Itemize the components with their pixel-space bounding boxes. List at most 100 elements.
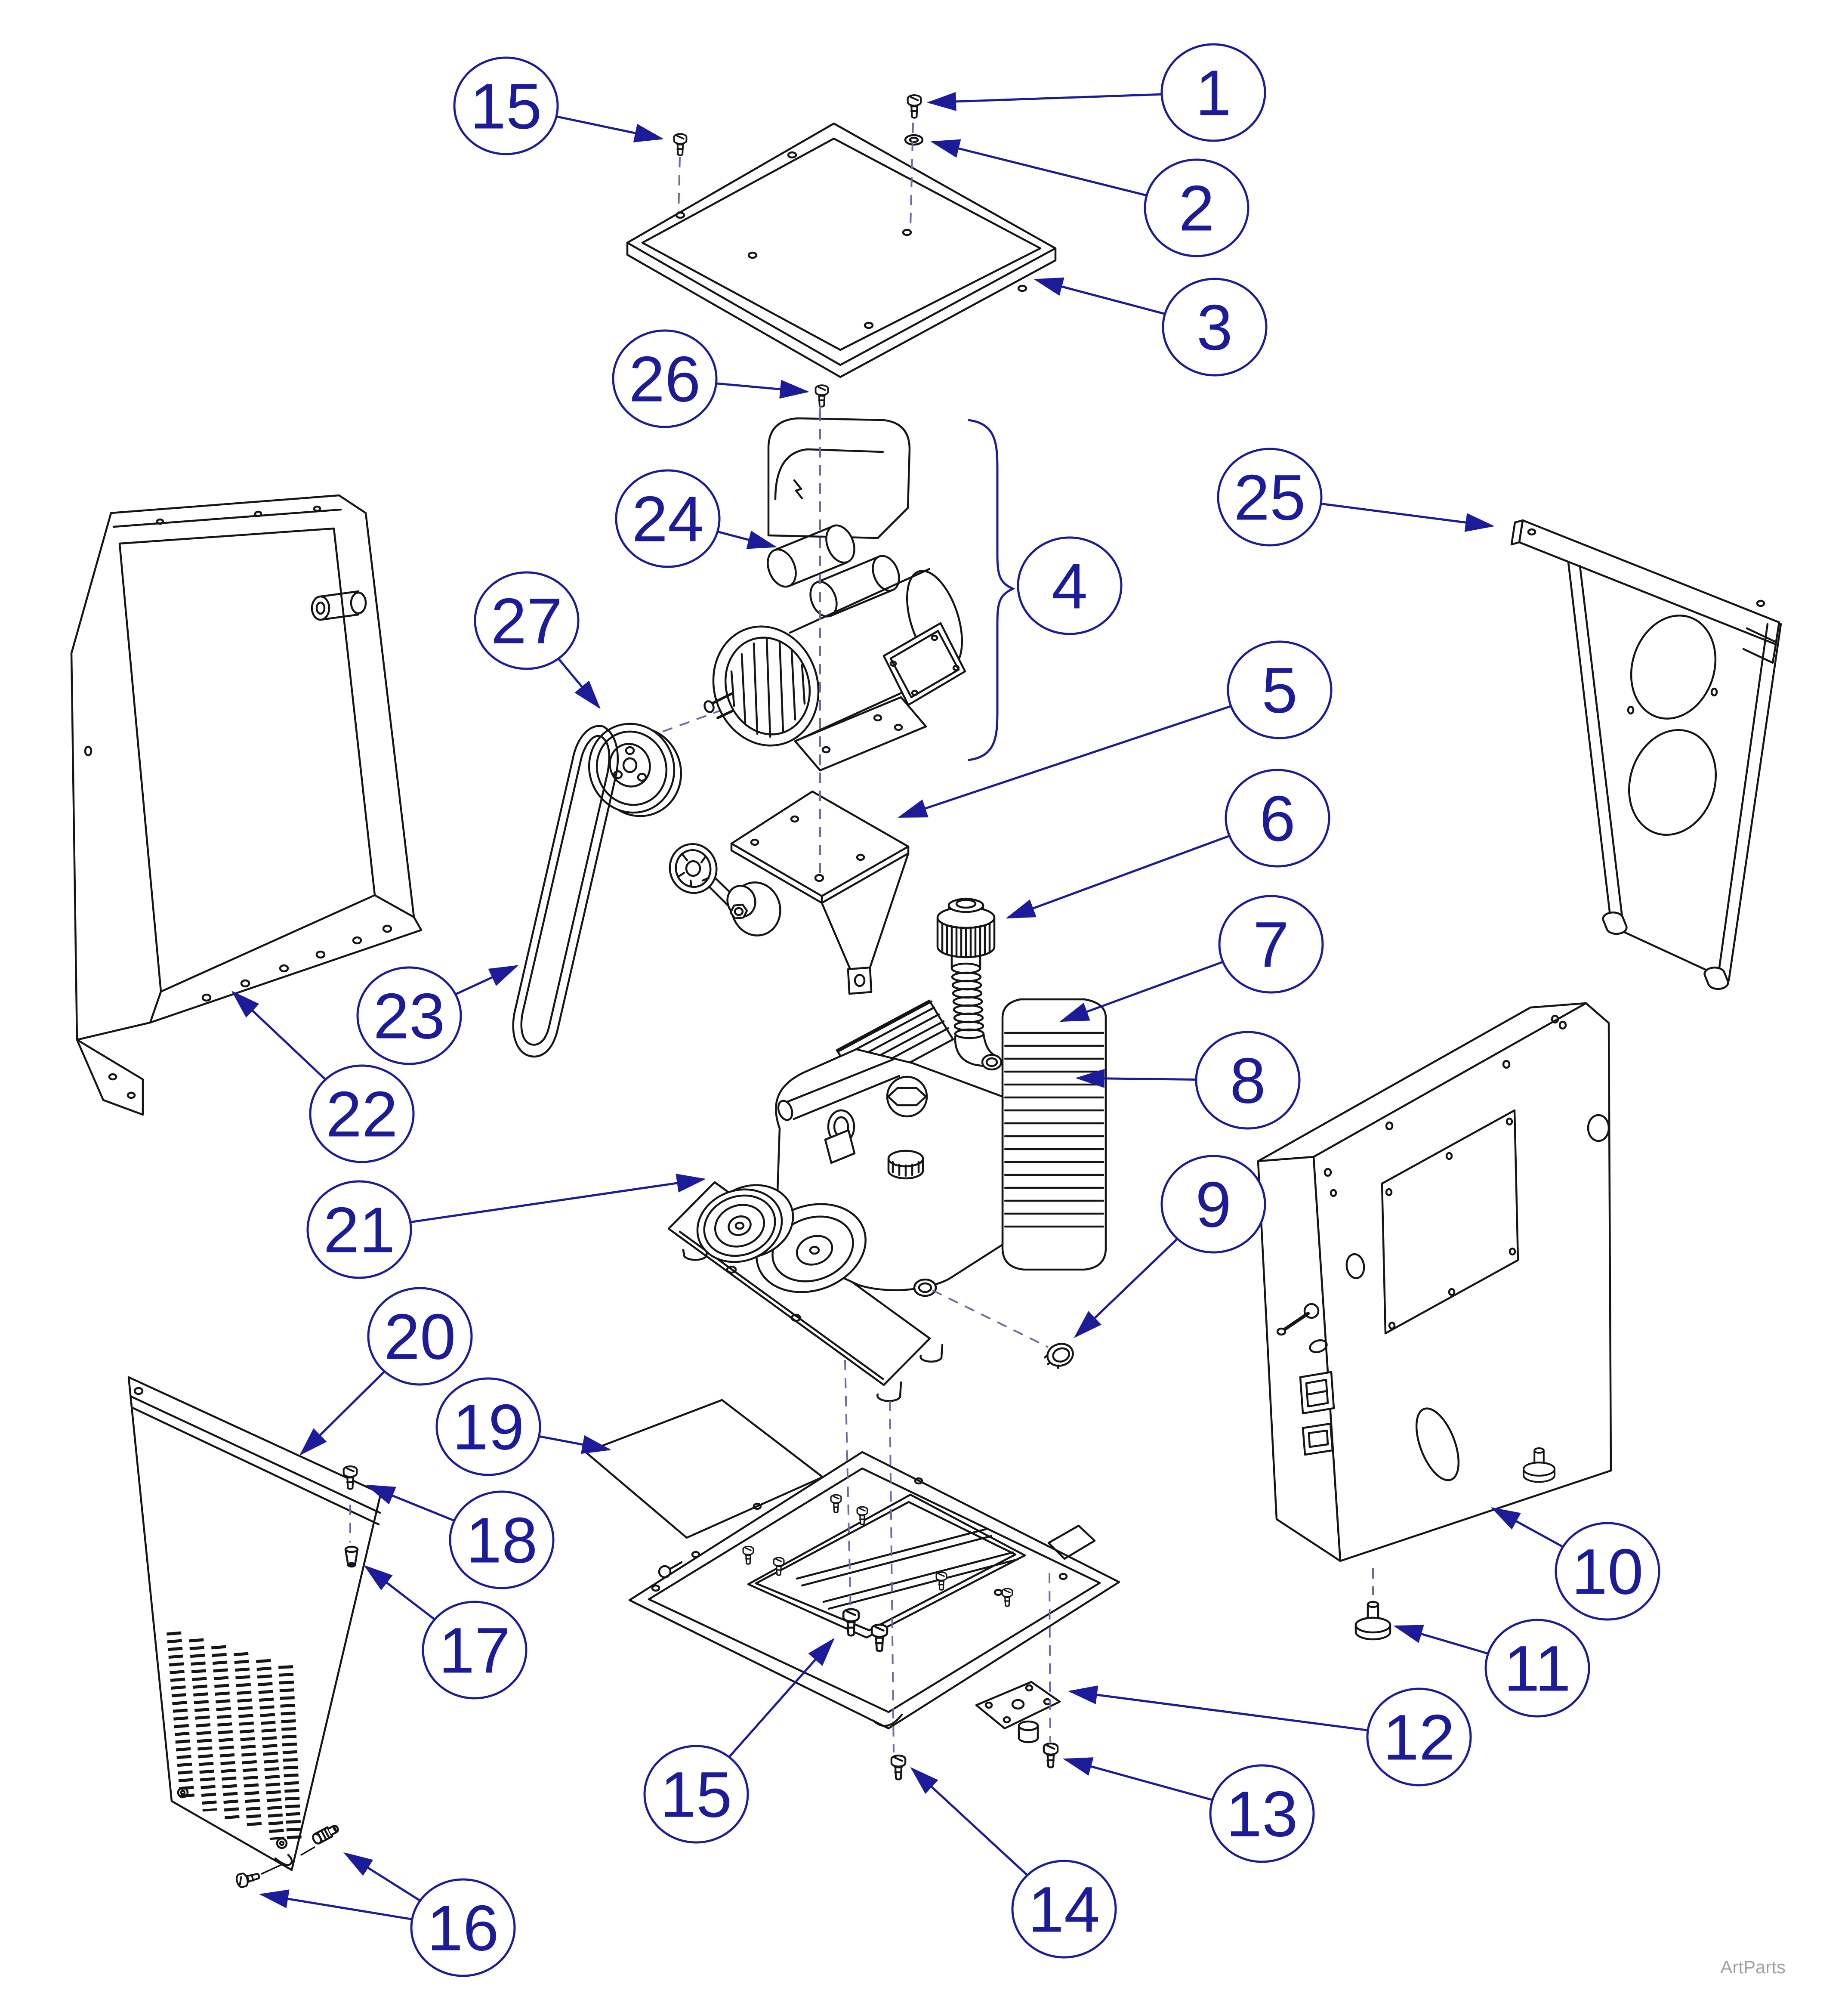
- callout-number-17: 17: [439, 1614, 511, 1687]
- callout-24: 24: [615, 469, 777, 568]
- callout-balloon-20: [367, 1287, 473, 1386]
- callout-17: 17: [364, 1565, 528, 1700]
- callout-18: 18: [365, 1484, 555, 1589]
- part-washer-2: [904, 134, 924, 146]
- callout-number-11: 11: [1504, 1632, 1571, 1705]
- callout-balloon-16: [410, 1878, 516, 1977]
- part-screw-15-top: [673, 133, 688, 156]
- leader-arrow-24: [717, 530, 777, 549]
- callout-number-16: 16: [427, 1892, 499, 1964]
- callout-number-10: 10: [1572, 1536, 1644, 1608]
- callout-balloon-23: [356, 966, 462, 1065]
- callout-number-23: 23: [373, 980, 445, 1052]
- callout-number-13: 13: [1226, 1778, 1298, 1850]
- callout-balloon-27: [474, 571, 580, 670]
- callout-25: 25: [1217, 448, 1495, 547]
- part-plug-grommet: [1043, 1343, 1074, 1369]
- leader-arrow-15: [556, 115, 664, 142]
- callout-balloon-15: [453, 56, 559, 155]
- part-enclosure-panel: [1257, 1002, 1612, 1562]
- leader-arrow-1: [927, 92, 1162, 111]
- callout-23: 23: [356, 965, 519, 1065]
- callout-4: 4: [1017, 536, 1123, 635]
- callout-9: 9: [1074, 1155, 1266, 1338]
- part-screw-14: [892, 1755, 905, 1780]
- part-pad: [584, 1399, 824, 1539]
- leader-arrow-10: [1490, 1507, 1564, 1548]
- callout-balloon-17: [422, 1601, 528, 1700]
- callout-19: 19: [435, 1377, 611, 1476]
- part-louvered-panel: [127, 1376, 382, 1871]
- callout-11: 11: [1393, 1619, 1590, 1718]
- motor-foot: [794, 696, 927, 772]
- leader-arrow-8: [1075, 1069, 1197, 1088]
- callout-number-15: 15: [660, 1759, 732, 1831]
- callout-balloon-10: [1555, 1522, 1660, 1621]
- callout-8: 8: [1075, 1031, 1301, 1130]
- callout-number-22: 22: [326, 1078, 398, 1150]
- callout-26: 26: [612, 329, 809, 428]
- part-idler-assembly: [669, 843, 781, 936]
- leader-arrow-27: [557, 658, 601, 709]
- part-screw-26: [814, 384, 829, 408]
- callout-22: 22: [231, 990, 415, 1163]
- callout-balloon-15: [643, 1745, 749, 1844]
- callout-number-21: 21: [324, 1194, 395, 1266]
- callout-balloon-19: [435, 1377, 541, 1476]
- callout-3: 3: [1034, 277, 1268, 377]
- callout-number-14: 14: [1028, 1873, 1100, 1946]
- leader-arrow-18: [365, 1484, 455, 1522]
- leader-arrow-11: [1393, 1625, 1489, 1655]
- callout-number-3: 3: [1197, 291, 1232, 364]
- part-rear-panel: [1510, 519, 1782, 990]
- leader-arrow-20: [299, 1370, 386, 1456]
- callout-balloon-26: [612, 329, 718, 428]
- part-bracket-12: [975, 1681, 1061, 1743]
- callout-number-5: 5: [1262, 654, 1297, 726]
- callout-5: 5: [898, 640, 1333, 818]
- callout-number-7: 7: [1253, 909, 1289, 981]
- callout-7: 7: [1059, 895, 1324, 1022]
- callout-balloon-18: [449, 1490, 555, 1589]
- callout-balloon-12: [1366, 1687, 1472, 1786]
- leader-arrow-9: [1074, 1238, 1179, 1338]
- part-leveling-foot: [1356, 1602, 1390, 1639]
- callout-balloon-8: [1195, 1031, 1301, 1130]
- callout-balloon-5: [1227, 640, 1333, 739]
- brace-callout-4: [968, 419, 1015, 761]
- callout-15: 15: [453, 56, 664, 155]
- leader-arrow-2: [930, 139, 1147, 197]
- leader-arrow-12: [1068, 1685, 1368, 1731]
- callout-balloon-1: [1160, 43, 1266, 142]
- part-motor-pulley: [588, 723, 682, 817]
- callout-number-4: 4: [1052, 550, 1087, 622]
- leader-arrow-26: [716, 380, 809, 399]
- callout-27: 27: [474, 571, 601, 709]
- callout-balloon-3: [1162, 278, 1268, 377]
- callout-balloon-4: [1017, 536, 1123, 635]
- callout-13: 13: [1063, 1757, 1315, 1863]
- leader-arrow-23: [455, 965, 519, 995]
- pump-outlet-port: [913, 1278, 937, 1297]
- callout-balloon-7: [1218, 895, 1324, 994]
- leader-arrow-21: [410, 1174, 706, 1224]
- callout-1: 1: [927, 43, 1266, 142]
- part-fasteners-16: [235, 1825, 339, 1888]
- leader-arrow-16: [259, 1889, 413, 1921]
- motor-cover: [767, 417, 911, 539]
- watermark-text: ArtParts: [1720, 1957, 1786, 1977]
- part-v-belt: [512, 725, 619, 1058]
- callout-number-8: 8: [1230, 1045, 1265, 1117]
- part-grommet-17: [344, 1545, 359, 1568]
- leader-arrow-25: [1320, 502, 1495, 532]
- callout-number-19: 19: [453, 1391, 524, 1463]
- callout-balloon-11: [1484, 1619, 1590, 1718]
- callout-balloon-9: [1160, 1155, 1266, 1254]
- part-screw-1: [908, 95, 921, 118]
- callout-balloon-25: [1217, 448, 1323, 547]
- callout-number-9: 9: [1195, 1168, 1231, 1241]
- leader-arrow-22: [231, 990, 327, 1081]
- callout-balloon-21: [306, 1180, 412, 1279]
